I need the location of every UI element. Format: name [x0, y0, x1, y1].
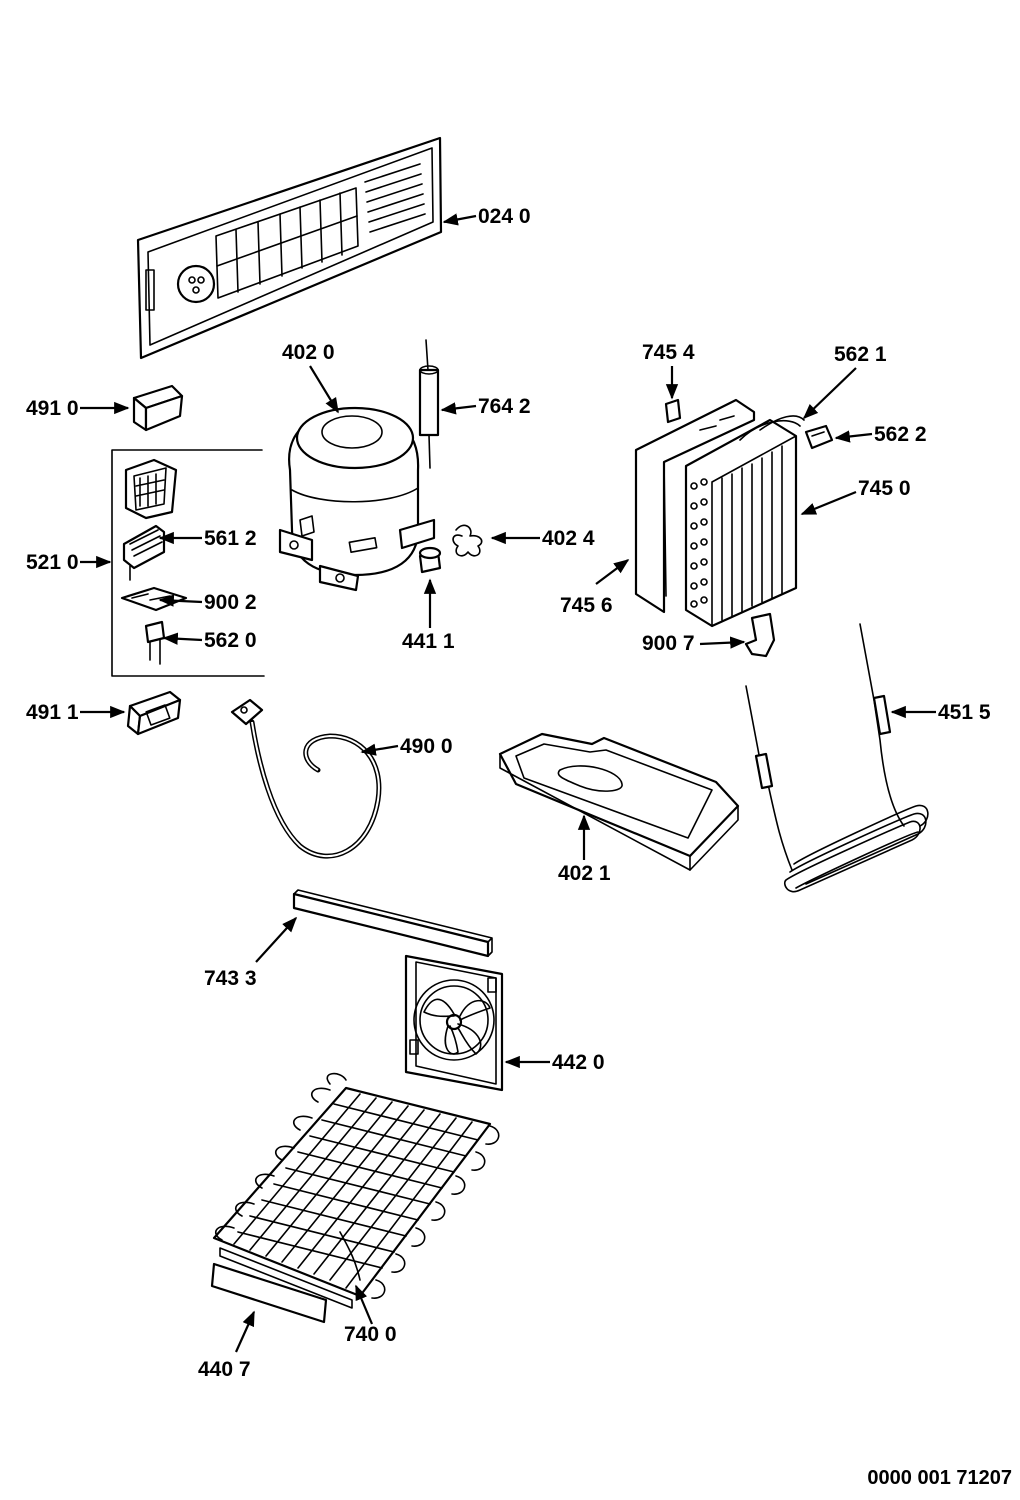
label-490-0: 490 0 — [400, 735, 453, 758]
label-441-1: 441 1 — [402, 630, 455, 653]
label-402-0: 402 0 — [282, 341, 335, 364]
part-filter-drier — [418, 339, 440, 469]
part-rubber-foot — [418, 546, 442, 574]
panel-vent-grid — [215, 187, 359, 299]
part-clip-9002 — [120, 586, 188, 612]
part-drip-tray — [498, 732, 740, 871]
label-491-0: 491 0 — [26, 397, 79, 420]
part-grommet-clip — [452, 524, 483, 557]
part-evaporator-coil — [684, 415, 805, 628]
condenser-tube-loops — [214, 1072, 500, 1299]
label-562-2: 562 2 — [874, 423, 927, 446]
label-402-1: 402 1 — [558, 862, 611, 885]
part-cover-top — [132, 384, 184, 432]
label-442-0: 442 0 — [552, 1051, 605, 1074]
coil-tube-ends — [690, 478, 708, 608]
label-451-5: 451 5 — [938, 701, 991, 724]
label-745-0: 745 0 — [858, 477, 911, 500]
part-seal-strip — [292, 889, 493, 958]
label-402-4: 402 4 — [542, 527, 595, 550]
part-condenser-fan — [404, 954, 504, 1092]
label-521-0: 521 0 — [26, 551, 79, 574]
label-562-1: 562 1 — [834, 343, 887, 366]
part-clip-7454 — [664, 398, 682, 424]
part-thermal-fuse — [804, 424, 834, 450]
label-900-7: 900 7 — [642, 632, 695, 655]
part-evaporator-shroud — [634, 398, 756, 614]
label-745-6: 745 6 — [560, 594, 613, 617]
condenser-grid — [233, 1093, 479, 1289]
part-cover-bottom — [126, 690, 182, 736]
panel-louvres — [364, 163, 426, 233]
label-024-0: 024 0 — [478, 205, 531, 228]
label-740-0: 740 0 — [344, 1323, 397, 1346]
part-relay-group-frame — [111, 449, 265, 677]
part-clip-9007 — [744, 612, 776, 658]
part-condenser-coil — [212, 1072, 500, 1309]
part-label-plate — [210, 1262, 328, 1324]
label-440-7: 440 7 — [198, 1358, 251, 1381]
part-control-panel — [136, 136, 443, 360]
panel-socket-icon — [176, 264, 216, 304]
part-power-cord — [230, 698, 382, 859]
label-745-4: 745 4 — [642, 341, 695, 364]
label-562-0: 562 0 — [204, 629, 257, 652]
label-764-2: 764 2 — [478, 395, 531, 418]
part-overload-protector — [144, 620, 166, 665]
label-491-1: 491 1 — [26, 701, 79, 724]
label-561-2: 561 2 — [204, 527, 257, 550]
drawing-code: 0000 001 71207 — [867, 1467, 1012, 1489]
part-defrost-heater — [745, 623, 929, 893]
part-relay-housing — [124, 458, 178, 520]
label-900-2: 900 2 — [204, 591, 257, 614]
label-743-3: 743 3 — [204, 967, 257, 990]
part-compressor — [278, 406, 436, 592]
part-start-relay — [122, 524, 166, 581]
